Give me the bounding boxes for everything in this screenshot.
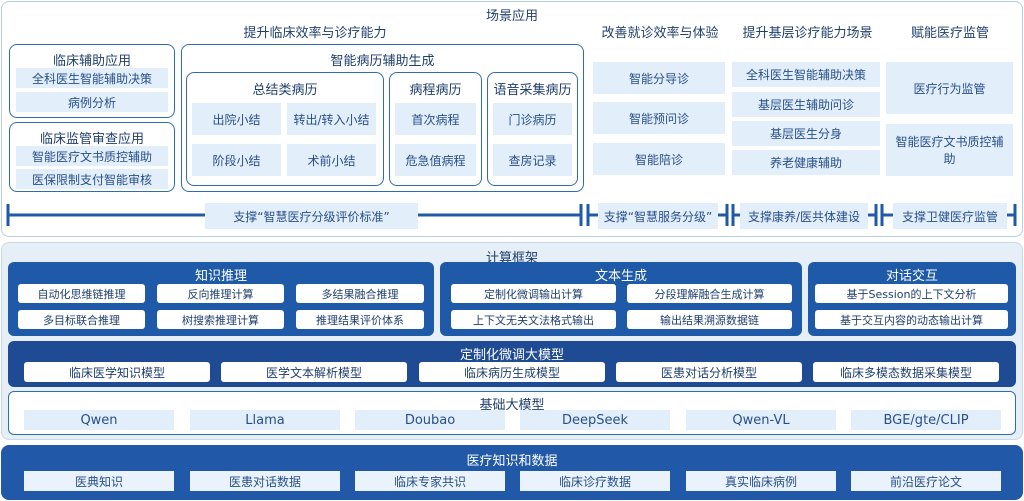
base-model-item[interactable]: Qwen-VL [686,410,836,430]
base-model-item[interactable]: DeepSeek [520,410,670,430]
voice-title: 语音采集病历 [493,83,572,98]
finetune-item[interactable]: 临床病历生成模型 [419,362,605,382]
scenario-title: 场景应用 [485,9,538,24]
col1-title: 提升临床效率与诊疗能力 [243,26,387,41]
base-model-item[interactable]: Llama [190,410,340,430]
support-bracket-lines [6,204,1017,226]
textgen-title: 文本生成 [594,269,647,284]
reasoning-item[interactable]: 推理结果评价体系 [296,310,424,329]
support-label: 支撑“智慧服务分级” [598,203,718,229]
knowledge-item[interactable]: 临床诊疗数据 [520,471,670,491]
textgen-item[interactable]: 输出结果溯源数据链 [627,310,792,329]
finetune-item[interactable]: 医学文本解析模型 [221,362,407,382]
grassroots-item[interactable]: 养老健康辅助 [732,150,880,175]
voice-item[interactable]: 查房记录 [493,144,572,176]
support-label: 支撑卫健医疗监管 [893,203,1007,229]
grassroots-item[interactable]: 基层医生辅助问诊 [732,92,880,117]
clinical-audit-item[interactable]: 智能医疗文书质控辅助 [16,146,168,166]
finetune-item[interactable]: 临床医学知识模型 [24,362,210,382]
knowledge-item[interactable]: 真实临床病例 [686,471,836,491]
reasoning-item[interactable]: 多目标联合推理 [18,310,145,329]
summary-item[interactable]: 术前小结 [287,144,376,176]
clinical-assist-item[interactable]: 全科医生智能辅助决策 [16,68,168,88]
summary-item[interactable]: 转出/转入小结 [287,103,376,135]
knowledge-title: 医疗知识和数据 [466,454,558,469]
base-model-item[interactable]: Doubao [355,410,505,430]
finetune-item[interactable]: 临床多模态数据采集模型 [813,362,999,382]
supervision-item[interactable]: 智能医疗文书质控辅助 [886,124,1013,176]
knowledge-item[interactable]: 医患对话数据 [190,471,340,491]
reasoning-item[interactable]: 自动化思维链推理 [18,284,145,303]
dialog-item[interactable]: 基于交互内容的动态输出计算 [815,310,1008,329]
grassroots-item[interactable]: 全科医生智能辅助决策 [732,62,880,87]
reasoning-title: 知识推理 [194,269,247,284]
supervision-item[interactable]: 医疗行为监管 [886,62,1013,114]
voice-item[interactable]: 门诊病历 [493,103,572,135]
reasoning-item[interactable]: 反向推理计算 [157,284,284,303]
col2-title: 改善就诊效率与体验 [601,26,719,41]
support-label: 支撑“智慧医疗分级评价标准” [205,203,418,229]
course-item[interactable]: 首次病程 [395,103,476,135]
base-models-title: 基础大模型 [479,398,545,413]
textgen-item[interactable]: 分段理解融合生成计算 [627,284,792,303]
clinical-assist-item[interactable]: 病例分析 [16,92,168,112]
clinical-audit-item[interactable]: 医保限制支付智能审核 [16,169,168,189]
finetune-title: 定制化微调大模型 [459,348,564,363]
service-item[interactable]: 智能陪诊 [593,143,725,175]
grassroots-item[interactable]: 基层医生分身 [732,121,880,146]
course-item[interactable]: 危急值病程 [395,144,476,176]
base-model-item[interactable]: Qwen [24,410,174,430]
dialog-item[interactable]: 基于Session的上下文分析 [815,284,1008,303]
textgen-item[interactable]: 定制化微调输出计算 [451,284,616,303]
base-models-panel [8,391,1016,435]
col4-title: 赋能医疗监管 [910,26,989,41]
knowledge-item[interactable]: 前沿医疗论文 [851,471,1001,491]
dialog-title: 对话交互 [885,269,938,284]
summary-title: 总结类病历 [252,83,318,98]
textgen-item[interactable]: 上下文无关文法格式输出 [451,310,616,329]
reasoning-item[interactable]: 多结果融合推理 [296,284,424,303]
base-model-item[interactable]: BGE/gte/CLIP [851,410,1001,430]
clinical-audit-title: 临床监管审查应用 [39,132,144,147]
knowledge-item[interactable]: 临床专家共识 [355,471,505,491]
knowledge-item[interactable]: 医典知识 [24,471,174,491]
course-title: 病程病历 [409,83,462,98]
summary-item[interactable]: 阶段小结 [192,144,281,176]
reasoning-item[interactable]: 树搜索推理计算 [157,310,284,329]
clinical-assist-title: 临床辅助应用 [52,54,131,69]
support-label: 支撑康养/医共体建设 [740,203,868,229]
emr-title: 智能病历辅助生成 [330,54,435,69]
col3-title: 提升基层诊疗能力场景 [742,26,873,41]
finetune-item[interactable]: 医患对话分析模型 [616,362,802,382]
service-item[interactable]: 智能预问诊 [593,102,725,134]
service-item[interactable]: 智能分导诊 [593,62,725,94]
summary-item[interactable]: 出院小结 [192,103,281,135]
